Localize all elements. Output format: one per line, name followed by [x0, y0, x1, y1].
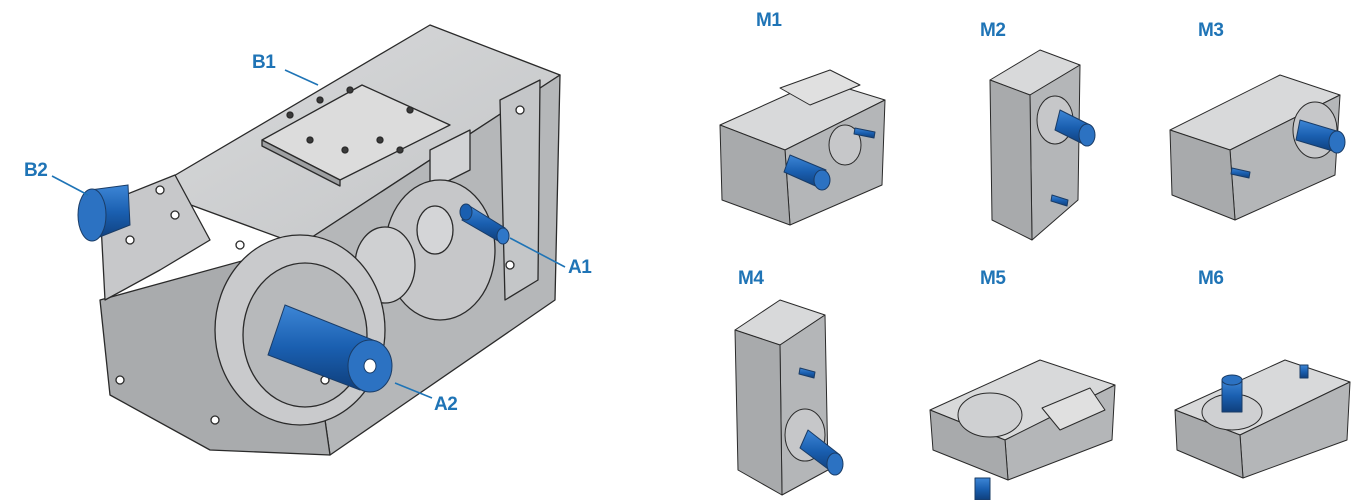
shaft-a1-icon — [459, 203, 510, 245]
main-gearbox — [99, 24, 561, 456]
callout-b1: B1 — [252, 52, 276, 73]
mounting-m4-view — [734, 299, 844, 496]
callout-lines — [51, 69, 566, 399]
mounting-m1-view — [719, 69, 886, 226]
mounting-label-m2: M2 — [980, 20, 1006, 41]
mounting-label-m6: M6 — [1198, 268, 1224, 289]
mounting-label-m4: M4 — [738, 268, 764, 289]
mounting-m3-view — [1169, 74, 1346, 221]
mounting-m2-view — [989, 49, 1096, 241]
callout-a2: A2 — [434, 394, 458, 415]
mounting-m6-view — [1174, 359, 1351, 479]
callout-b2: B2 — [24, 160, 48, 181]
mounting-m5-view — [929, 359, 1116, 500]
mounting-label-m1: M1 — [756, 10, 782, 31]
mounting-label-m5: M5 — [980, 268, 1006, 289]
callout-a1: A1 — [568, 257, 592, 278]
shaft-b2-icon — [77, 184, 131, 242]
mounting-label-m3: M3 — [1198, 20, 1224, 41]
shaft-a2-icon — [267, 304, 393, 393]
